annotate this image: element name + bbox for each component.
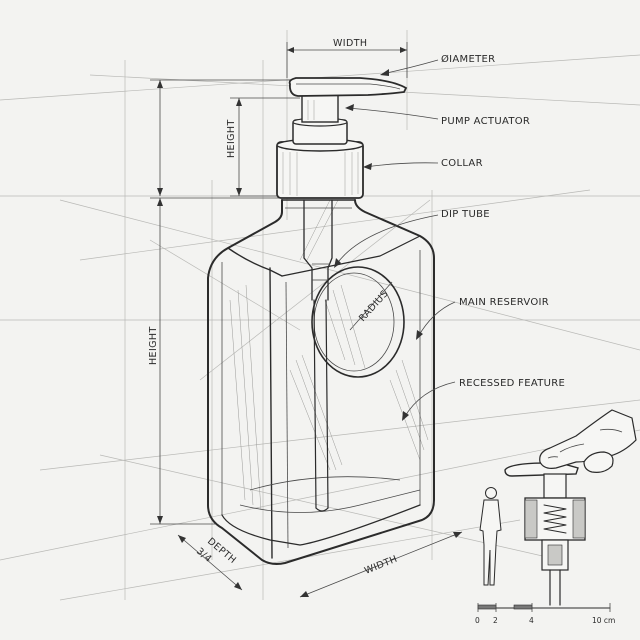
hand-sketch (539, 409, 637, 473)
width-bottom-label: WIDTH (363, 554, 399, 577)
main-reservoir-label: MAIN RESERVOIR (459, 297, 549, 308)
pump-section-detail (504, 462, 586, 606)
dimension-labels: WIDTH HEIGHT HEIGHT DEPTH 3/4 WIDTH (148, 38, 399, 577)
pump-stem (292, 94, 348, 145)
scale-tick-2: 2 (493, 616, 498, 625)
radius-label: RADIUS (357, 288, 391, 324)
width-top-label: WIDTH (333, 38, 367, 49)
dip-tube (303, 199, 333, 512)
callout-labels: ØIAMETER PUMP ACTUATOR COLLAR DIP TUBE M… (441, 53, 565, 389)
bottle-body (207, 199, 435, 565)
human-scale-figure (479, 487, 502, 586)
diameter-label: ØIAMETER (441, 53, 495, 65)
pump-actuator-head (288, 77, 408, 97)
height-pump-label: HEIGHT (226, 119, 237, 158)
scale-bar: 0 2 4 10 cm (475, 603, 615, 625)
collar (276, 138, 364, 199)
dimension-lines (150, 42, 463, 598)
scale-tick-0: 0 (475, 616, 480, 625)
leader-lines (334, 59, 456, 421)
collar-label: COLLAR (441, 158, 483, 169)
depth-label: DEPTH (205, 536, 238, 566)
dip-tube-label: DIP TUBE (441, 209, 490, 220)
pump-actuator-label: PUMP ACTUATOR (441, 116, 530, 127)
scale-tick-10cm: 10 cm (592, 616, 615, 625)
height-body-label: HEIGHT (148, 326, 159, 365)
scale-tick-4: 4 (529, 616, 534, 625)
recessed-feature-label: RECESSED FEATURE (459, 378, 565, 389)
